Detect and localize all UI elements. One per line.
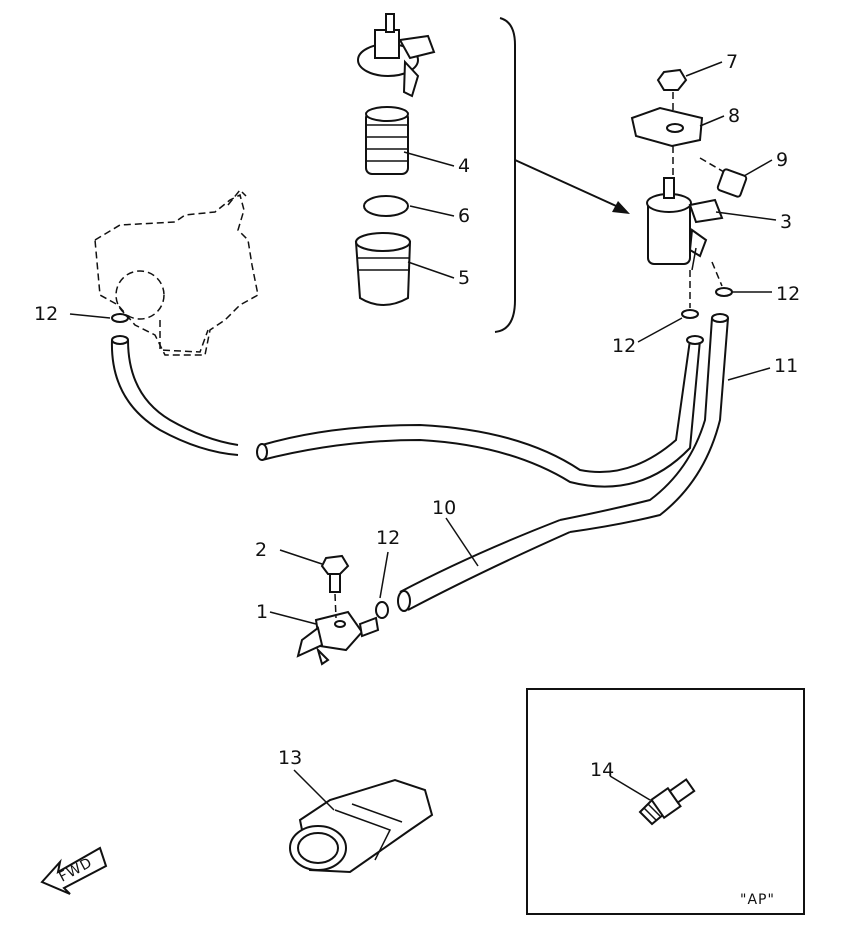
hose-clip: [111, 313, 129, 323]
filter-cup: [354, 232, 412, 306]
filter-element: [365, 106, 409, 175]
callout-12-filter: 12: [612, 335, 636, 357]
fitting-part: [638, 778, 696, 826]
carburetor-outline: [94, 188, 259, 356]
callout-14: 14: [590, 759, 614, 781]
callout-4: 4: [458, 155, 470, 177]
fuel-filter-assembly: [646, 177, 724, 271]
exploded-view-bracket: [494, 17, 516, 333]
callout-7: 7: [726, 51, 738, 73]
callout-11: 11: [774, 355, 798, 377]
callout-8: 8: [728, 105, 740, 127]
fuel-hose-10: [397, 519, 571, 612]
callout-13: 13: [278, 747, 302, 769]
joint-bolt: [320, 554, 350, 619]
callout-2: 2: [255, 539, 267, 561]
forward-direction-arrow: FWD: [40, 846, 108, 895]
callout-12-right: 12: [776, 283, 800, 305]
callout-12-joint: 12: [376, 527, 400, 549]
hex-nut: [656, 68, 688, 91]
mounting-bracket: [630, 106, 704, 148]
leader-lines: [69, 61, 777, 811]
callout-10: 10: [432, 497, 456, 519]
hose-cover: [289, 778, 434, 874]
hose-clip: [681, 309, 699, 319]
hose-clip: [375, 601, 389, 619]
callout-5: 5: [458, 267, 470, 289]
fuel-joint: [296, 610, 380, 666]
fuel-hose-carburetor: [110, 335, 704, 488]
exploded-arrow: [514, 159, 626, 211]
exploded-arrowhead: [612, 201, 630, 214]
fuel-hose-11: [559, 313, 729, 533]
callout-3: 3: [780, 211, 792, 233]
o-ring: [363, 195, 409, 217]
inset-label: "AP": [740, 892, 775, 908]
mounting-bolt: [699, 157, 748, 198]
callout-9: 9: [776, 149, 788, 171]
inset-box: [526, 688, 805, 915]
callout-12-carburetor: 12: [34, 303, 58, 325]
hose-clip: [715, 287, 733, 297]
callout-6: 6: [458, 205, 470, 227]
callout-1: 1: [256, 601, 268, 623]
filter-top-housing: [357, 13, 436, 98]
